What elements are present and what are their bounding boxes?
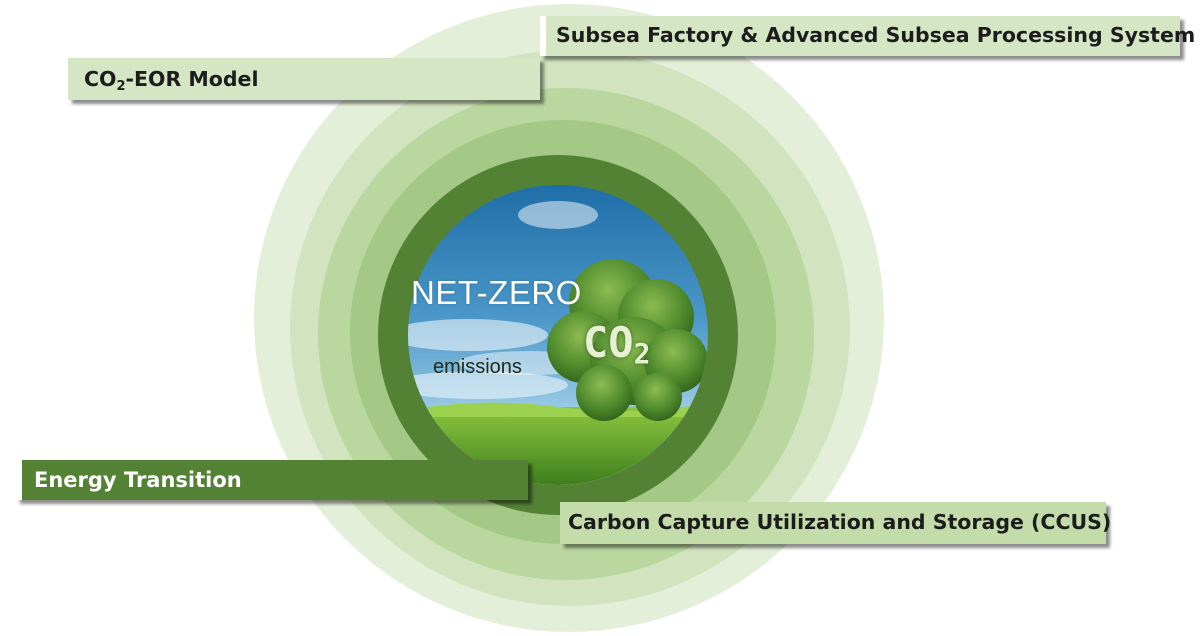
banner-subsea-label: Subsea Factory & Advanced Subsea Process…	[556, 23, 1196, 47]
cloud-co2-label: CO2	[583, 318, 650, 370]
center-photo	[408, 185, 708, 485]
headline-net-zero: NET-ZERO	[411, 274, 582, 311]
net-zero-illustration	[408, 185, 708, 485]
banner-energy-transition: Energy Transition	[16, 460, 528, 500]
banner-subsea-factory: Subsea Factory & Advanced Subsea Process…	[540, 16, 1195, 56]
cloud-co2-subscript: 2	[633, 337, 651, 370]
ccus-label: Carbon Capture Utilization and Storage (…	[568, 510, 1112, 534]
cloud-co2-text: CO	[583, 318, 634, 367]
co2-eor-prefix: CO	[84, 67, 117, 91]
co2-eor-subscript: 2	[116, 79, 126, 94]
banner-ccus: Carbon Capture Utilization and Storage (…	[560, 502, 1111, 544]
energy-transition-label: Energy Transition	[34, 468, 242, 492]
co2-eor-suffix: -EOR Model	[125, 67, 259, 91]
caption-emissions: emissions	[433, 356, 522, 378]
banner-co2-eor: CO2-EOR Model	[68, 58, 540, 100]
co2-cloud	[547, 259, 708, 421]
